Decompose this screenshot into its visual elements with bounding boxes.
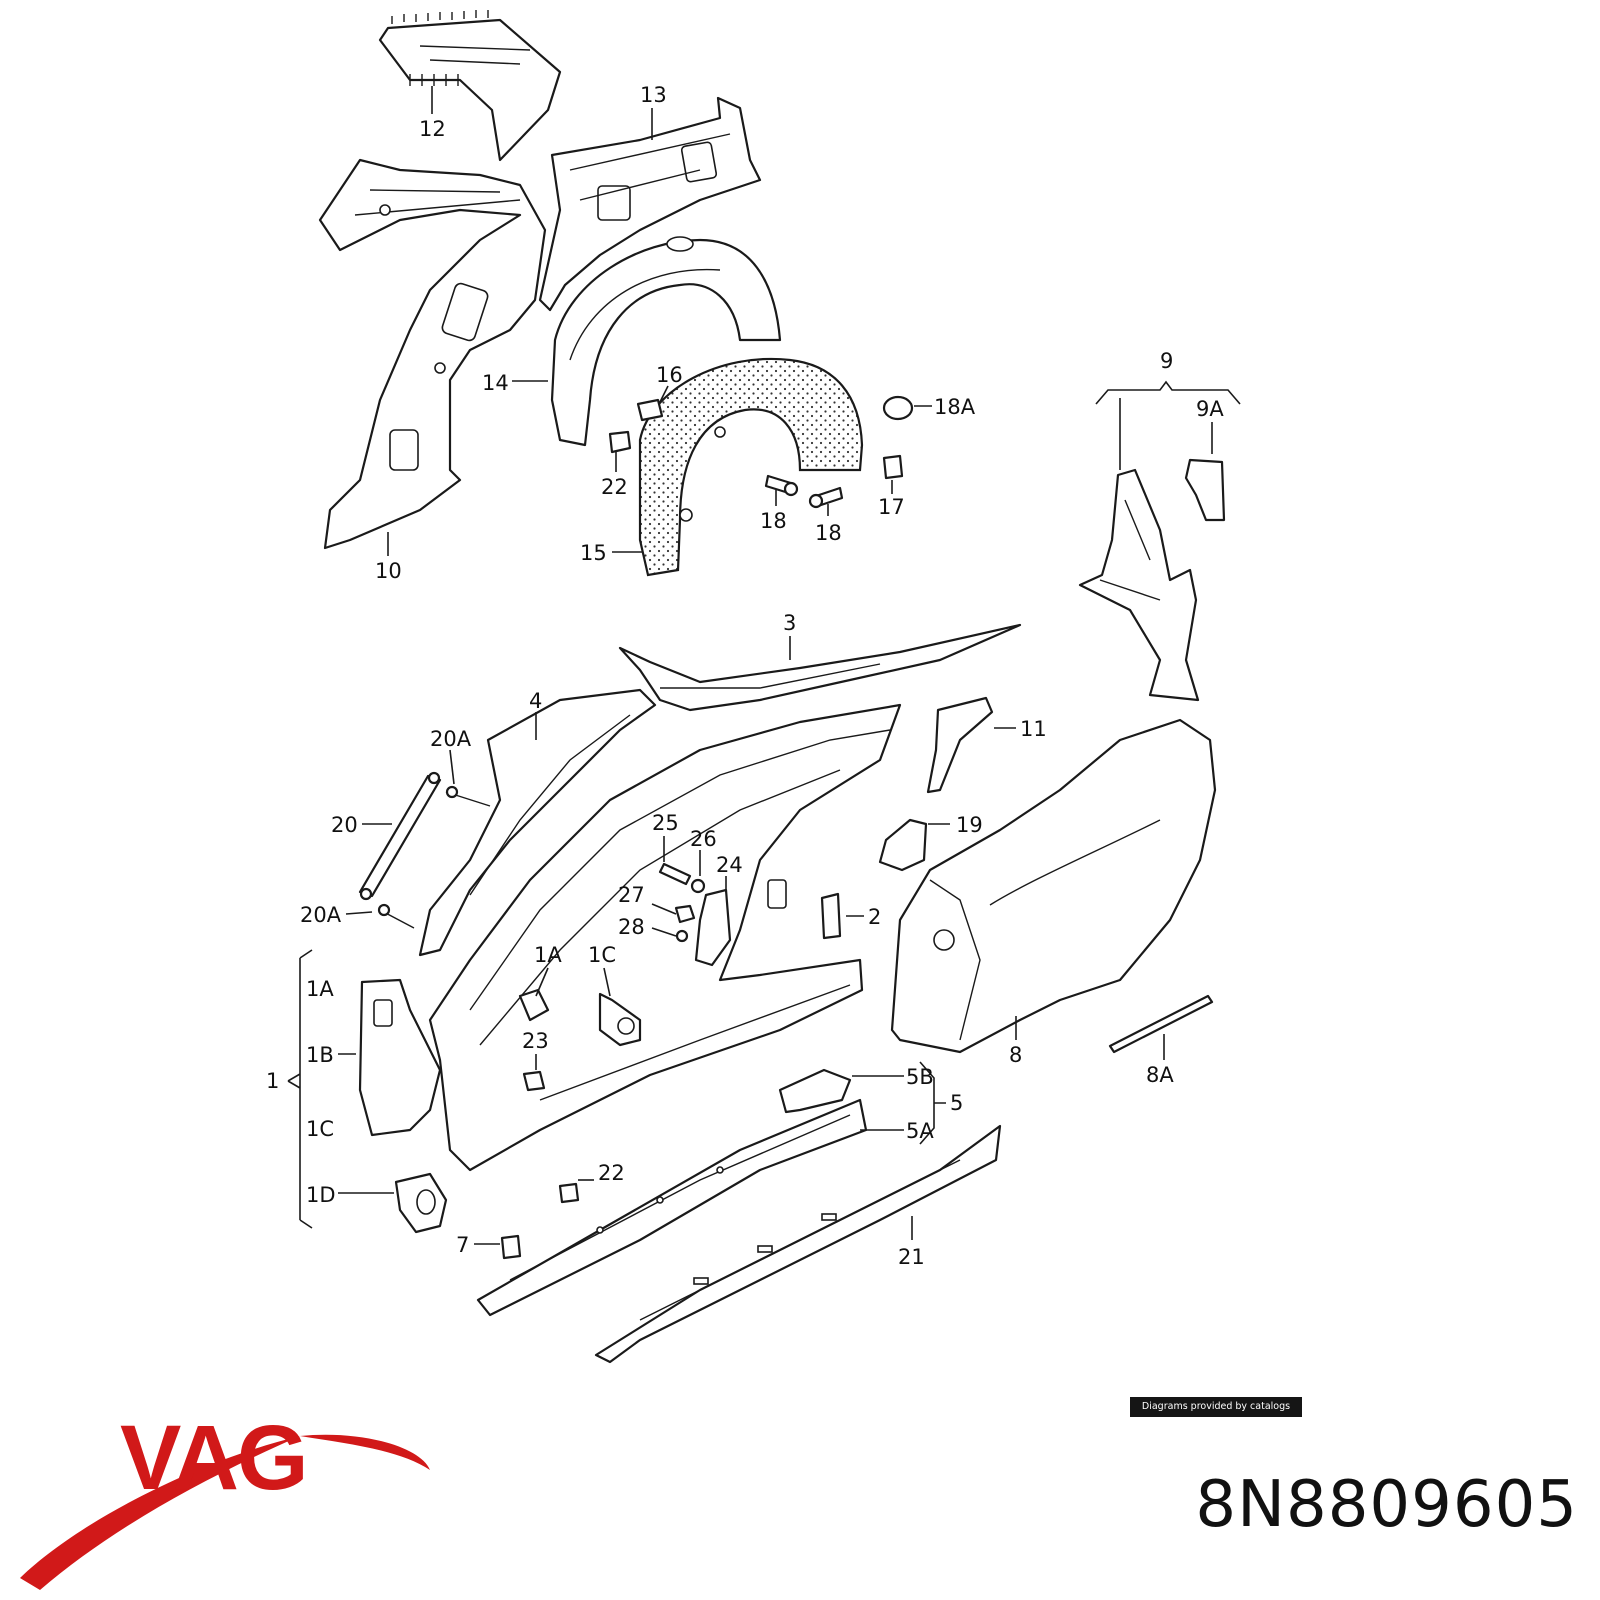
callout-20A-top: 20A [430, 727, 472, 751]
part-18A-cap [882, 395, 914, 421]
part-21-rocker [594, 1124, 1002, 1364]
callout-17: 17 [878, 495, 905, 519]
diagram-credit-banner: Diagrams provided by catalogs parts [1130, 1397, 1302, 1432]
part-11-bracket [926, 696, 994, 794]
callout-26: 26 [690, 827, 717, 851]
callout-18-b: 18 [815, 521, 842, 545]
part-28-washer [675, 929, 689, 943]
part-9A-clip [1184, 458, 1226, 522]
part-26-washer [690, 878, 706, 894]
part-19-bracket [878, 818, 928, 872]
callout-11: 11 [1020, 717, 1047, 741]
part-1C-bracket [598, 992, 642, 1047]
callout-23: 23 [522, 1029, 549, 1053]
part-20A-bolt-top [445, 785, 491, 807]
callout-16: 16 [656, 363, 683, 387]
callout-5A: 5A [906, 1119, 934, 1143]
callout-28: 28 [618, 915, 645, 939]
callout-20: 20 [331, 813, 358, 837]
callout-1C-b: 1C [306, 1117, 334, 1141]
leader-lines [338, 86, 1213, 1245]
callout-1: 1 [266, 1069, 279, 1093]
callout-7: 7 [456, 1233, 469, 1257]
callout-2: 2 [868, 905, 881, 929]
callout-1B: 1B [306, 1043, 334, 1067]
part-4-pillar-strip [418, 688, 657, 957]
part-12-bracket [378, 10, 562, 162]
callout-8: 8 [1009, 1043, 1022, 1067]
group-bracket-5 [919, 1061, 946, 1145]
callout-labels: 12 13 14 16 18A 22 18 18 17 15 10 9 9A 3… [266, 83, 1224, 1269]
part-14-wheelhouse [550, 236, 782, 447]
part-2-latch [820, 892, 842, 940]
part-20-bar [358, 771, 442, 901]
callout-1D: 1D [306, 1183, 336, 1207]
part-9-bracket [1078, 468, 1200, 702]
callout-9A: 9A [1196, 397, 1224, 421]
part-1B-inner [358, 978, 442, 1137]
callout-8A: 8A [1146, 1063, 1174, 1087]
callout-5B: 5B [906, 1065, 934, 1089]
callout-18A: 18A [934, 395, 976, 419]
callout-3: 3 [783, 611, 796, 635]
group-bracket-1 [287, 949, 313, 1229]
part-8-quarter-panel [890, 718, 1217, 1054]
part-23-plug [522, 1070, 546, 1092]
part-7-clip [500, 1234, 522, 1260]
callout-24: 24 [716, 853, 743, 877]
callout-10: 10 [375, 559, 402, 583]
group-bracket-9 [1095, 380, 1241, 405]
callout-21: 21 [898, 1245, 925, 1269]
part-27-nut [674, 904, 696, 924]
part-22-plug-top [608, 430, 632, 454]
part-25-bolt [658, 862, 692, 886]
callout-25: 25 [652, 811, 679, 835]
part-1-side-frame [428, 703, 902, 1172]
part-number: 8N8809605 [1195, 1468, 1578, 1542]
callout-9: 9 [1160, 349, 1173, 373]
part-5A-sill-inner [476, 1098, 868, 1317]
part-18-screw-a [764, 474, 799, 497]
part-15-liner [638, 357, 864, 577]
part-16-clip [636, 398, 664, 422]
part-5B-bracket [778, 1068, 852, 1114]
callout-20A-bottom: 20A [300, 903, 342, 927]
callout-18-a: 18 [760, 509, 787, 533]
part-13-panel [538, 96, 762, 312]
part-22-plug-bottom [558, 1182, 580, 1204]
callout-4: 4 [529, 689, 542, 713]
callout-5: 5 [950, 1091, 963, 1115]
callout-1A-a: 1A [534, 943, 562, 967]
part-20A-bolt-bottom [377, 903, 415, 929]
callout-19: 19 [956, 813, 983, 837]
brand-logo-text: VAG [120, 1407, 309, 1509]
callout-22-top: 22 [601, 475, 628, 499]
callout-27: 27 [618, 883, 645, 907]
part-1A-clip [518, 988, 550, 1022]
callout-22-bottom: 22 [598, 1161, 625, 1185]
vag-logo-swoosh [20, 1434, 430, 1590]
part-8A-rod [1108, 994, 1214, 1054]
part-1D-cap [394, 1172, 448, 1234]
callout-1C-a: 1C [588, 943, 616, 967]
callout-15: 15 [580, 541, 607, 565]
part-10-frame [318, 158, 547, 550]
callout-12: 12 [419, 117, 446, 141]
part-3-roof-rail [618, 623, 1022, 712]
callout-13: 13 [640, 83, 667, 107]
callout-14: 14 [482, 371, 509, 395]
part-17-clip [882, 454, 904, 480]
callout-1A-b: 1A [306, 977, 334, 1001]
part-18-screw-b [808, 486, 844, 509]
